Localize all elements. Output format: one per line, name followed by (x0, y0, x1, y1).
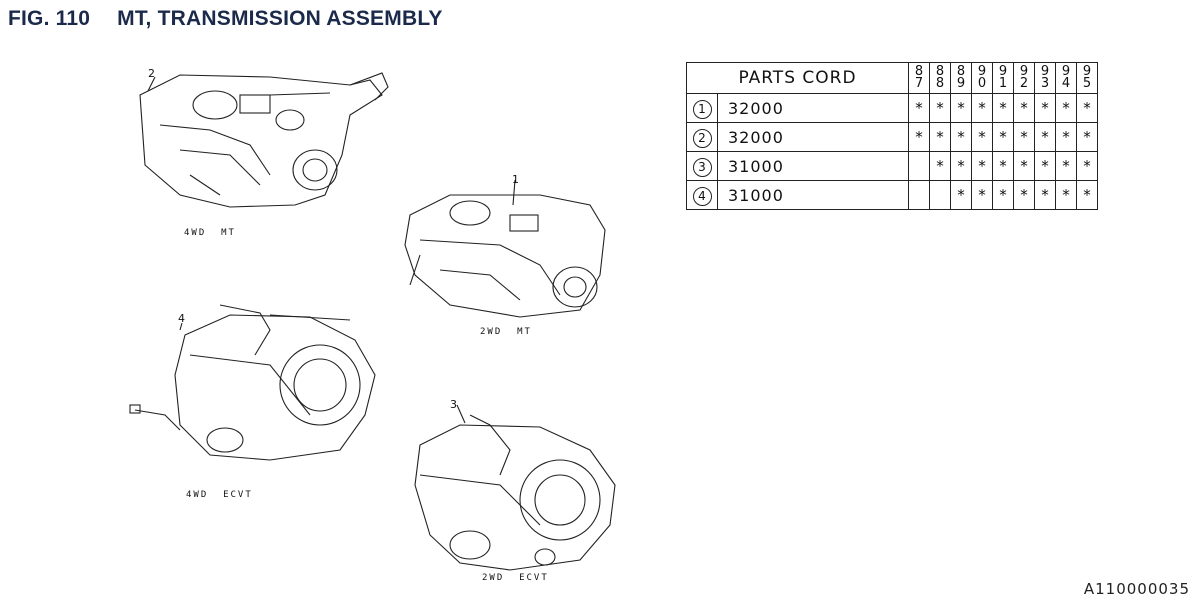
row-number: 4 (692, 186, 712, 206)
year-mark: * (1034, 93, 1056, 123)
year-mark: * (908, 122, 930, 152)
year-mark: * (971, 151, 993, 181)
year-mark: * (1055, 151, 1077, 181)
year-mark: * (950, 180, 972, 210)
year-mark: * (929, 122, 951, 152)
part-code: 31000 (717, 180, 909, 210)
year-mark: * (971, 122, 993, 152)
table-row: 4 31000 * * * * * * * (686, 180, 1098, 210)
year-mark: * (1013, 93, 1035, 123)
callout-3: 3 (450, 398, 457, 411)
label-2wd-mt: 2WD MT (480, 327, 532, 337)
year-mark: * (1034, 180, 1056, 210)
year-mark: * (1076, 151, 1098, 181)
label-2wd-ecvt: 2WD ECVT (482, 573, 549, 583)
year-mark: * (1034, 151, 1056, 181)
label-4wd-mt: 4WD MT (184, 228, 236, 238)
year-mark: * (971, 180, 993, 210)
figure-header: FIG. 110 MT, TRANSMISSION ASSEMBLY (8, 4, 443, 34)
figure-number: FIG. 110 (8, 7, 91, 30)
year-mark: * (929, 93, 951, 123)
transmission-4wd-mt-drawing (139, 72, 389, 208)
table-row: 2 32000 * * * * * * * * * (686, 122, 1098, 152)
year-mark: * (1013, 151, 1035, 181)
year-mark (908, 180, 930, 210)
year-mark: * (1055, 180, 1077, 210)
year-mark: * (1076, 122, 1098, 152)
transmission-drawings: 2 4WD MT 1 2WD MT 4 4WD ECVT 3 2WD ECVT (120, 55, 650, 595)
year-mark: * (992, 122, 1014, 152)
figure-title: MT, TRANSMISSION ASSEMBLY (117, 7, 443, 30)
row-number: 3 (692, 157, 712, 177)
transmission-2wd-mt-drawing (404, 179, 606, 318)
reference-code: A110000035 (1083, 580, 1190, 598)
year-mark (908, 151, 930, 181)
year-mark: * (908, 93, 930, 123)
year-mark: * (992, 151, 1014, 181)
year-mark: * (1076, 93, 1098, 123)
callout-4: 4 (178, 312, 185, 325)
year-mark: * (1055, 93, 1077, 123)
year-mark: * (992, 93, 1014, 123)
transmission-4wd-ecvt-drawing (129, 304, 376, 461)
table-row: 1 32000 * * * * * * * * * (686, 93, 1098, 123)
row-number: 2 (692, 128, 712, 148)
year-mark: * (971, 93, 993, 123)
part-code: 32000 (717, 122, 909, 152)
table-row: 3 31000 * * * * * * * * (686, 151, 1098, 181)
year-mark: * (950, 93, 972, 123)
label-4wd-ecvt: 4WD ECVT (186, 490, 253, 500)
part-code: 32000 (717, 93, 909, 123)
callout-1: 1 (512, 173, 519, 186)
transmission-drawings-svg (129, 72, 616, 571)
year-mark: * (992, 180, 1014, 210)
year-mark: * (1013, 180, 1035, 210)
year-mark: * (950, 151, 972, 181)
year-mark: * (1076, 180, 1098, 210)
year-mark: * (950, 122, 972, 152)
callout-2: 2 (148, 67, 155, 80)
year-mark (929, 180, 951, 210)
year-mark: * (929, 151, 951, 181)
parts-cord-header: PARTS CORD (686, 62, 909, 94)
row-number: 1 (692, 99, 712, 119)
year-mark: * (1013, 122, 1035, 152)
year-mark: * (1034, 122, 1056, 152)
part-code: 31000 (717, 151, 909, 181)
transmission-2wd-ecvt-drawing (414, 404, 616, 571)
year-mark: * (1055, 122, 1077, 152)
